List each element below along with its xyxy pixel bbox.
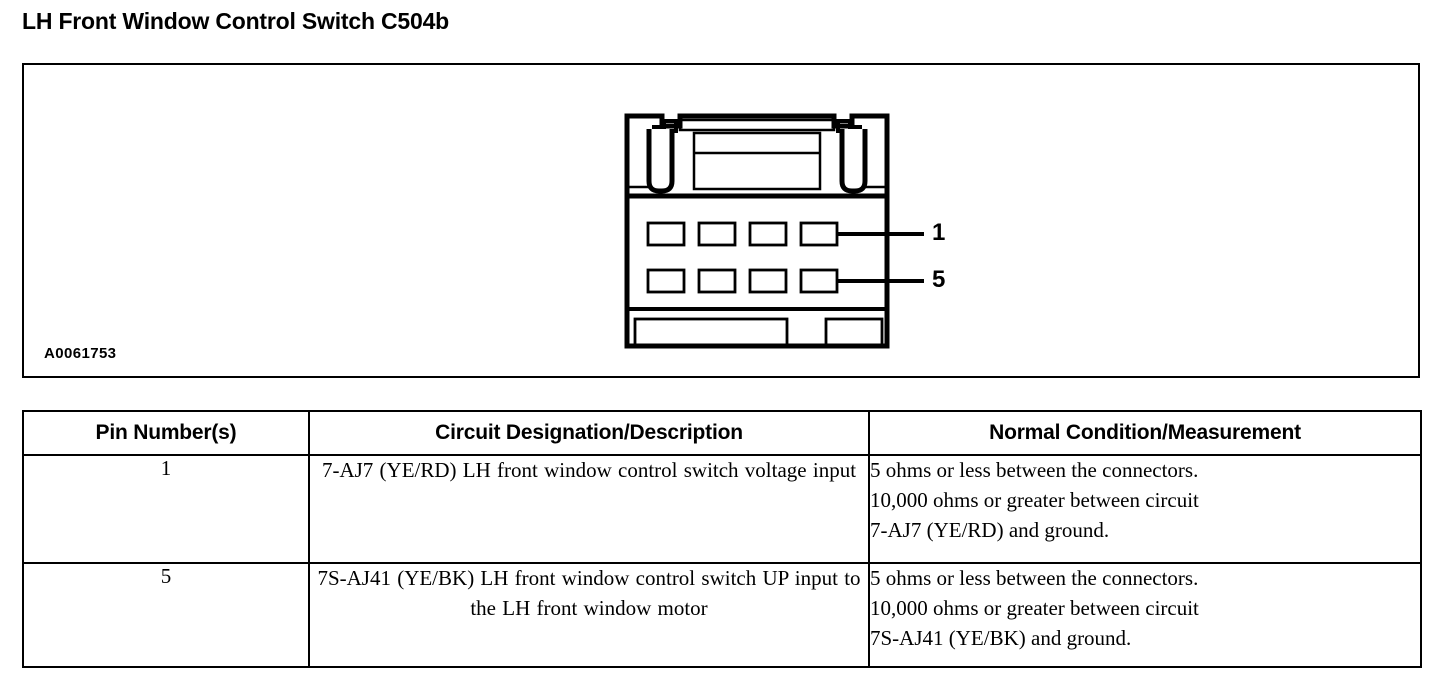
callout-label-5: 5 bbox=[932, 266, 946, 293]
cavity-bottom-6 bbox=[748, 268, 788, 294]
connector-keyway-block bbox=[692, 131, 822, 191]
header-pin-number: Pin Number(s) bbox=[22, 410, 310, 456]
latch-arm-right-hook bbox=[836, 119, 862, 133]
cavity-top-4 bbox=[646, 221, 686, 247]
connector-svg bbox=[624, 113, 924, 349]
lower-housing-left-pocket bbox=[633, 317, 789, 348]
connector-top-bar bbox=[678, 118, 836, 132]
table-header: Pin Number(s) Circuit Designation/Descri… bbox=[22, 410, 1422, 456]
header-circuit-desc: Circuit Designation/Description bbox=[308, 410, 870, 456]
connector-illustration: 1 5 bbox=[602, 103, 962, 353]
table-row: 1 7-AJ7 (YE/RD) LH front window control … bbox=[22, 454, 1422, 564]
measurement-line: 10,000 ohms or greater between circuit bbox=[870, 595, 1199, 620]
cavity-top-2 bbox=[748, 221, 788, 247]
measurement-line: 7S-AJ41 (YE/BK) and ground. bbox=[870, 625, 1132, 650]
cell-pin-number: 5 bbox=[22, 562, 310, 668]
latch-arm-left-hook bbox=[652, 119, 678, 133]
table-row: 5 7S-AJ41 (YE/BK) LH front window contro… bbox=[22, 562, 1422, 668]
measurement-line: 5 ohms or less between the connectors. bbox=[870, 566, 1199, 590]
measurement-line: 10,000 ohms or greater between circuit bbox=[870, 487, 1199, 512]
figure-caption: A0061753 bbox=[44, 345, 117, 362]
measurement-line: 7-AJ7 (YE/RD) and ground. bbox=[870, 517, 1110, 542]
latch-arm-left bbox=[646, 129, 675, 194]
cell-description: 7S-AJ41 (YE/BK) LH front window control … bbox=[308, 562, 870, 668]
page-title: LH Front Window Control Switch C504b bbox=[22, 8, 450, 34]
lower-housing-right-pocket bbox=[824, 317, 884, 348]
cavity-bottom-7 bbox=[697, 268, 737, 294]
connector-figure-box: 1 5 A0061753 bbox=[22, 63, 1420, 378]
cell-pin-number: 1 bbox=[22, 454, 310, 564]
table-body: 1 7-AJ7 (YE/RD) LH front window control … bbox=[22, 454, 1422, 668]
connector-body-fill bbox=[627, 116, 887, 346]
header-normal-cond: Normal Condition/Measurement bbox=[868, 410, 1422, 456]
measurement-line: 5 ohms or less between the connectors. bbox=[870, 458, 1199, 482]
cell-measurement: 5 ohms or less between the connectors. 1… bbox=[868, 562, 1422, 668]
cavity-top-3 bbox=[697, 221, 737, 247]
cell-description: 7-AJ7 (YE/RD) LH front window control sw… bbox=[308, 454, 870, 564]
callout-label-1: 1 bbox=[932, 219, 946, 246]
cell-measurement: 5 ohms or less between the connectors. 1… bbox=[868, 454, 1422, 564]
cavity-bottom-8 bbox=[646, 268, 686, 294]
latch-arm-right bbox=[839, 129, 868, 194]
table-header-row: Pin Number(s) Circuit Designation/Descri… bbox=[22, 410, 1422, 456]
pin-detail-table: Pin Number(s) Circuit Designation/Descri… bbox=[22, 410, 1422, 668]
